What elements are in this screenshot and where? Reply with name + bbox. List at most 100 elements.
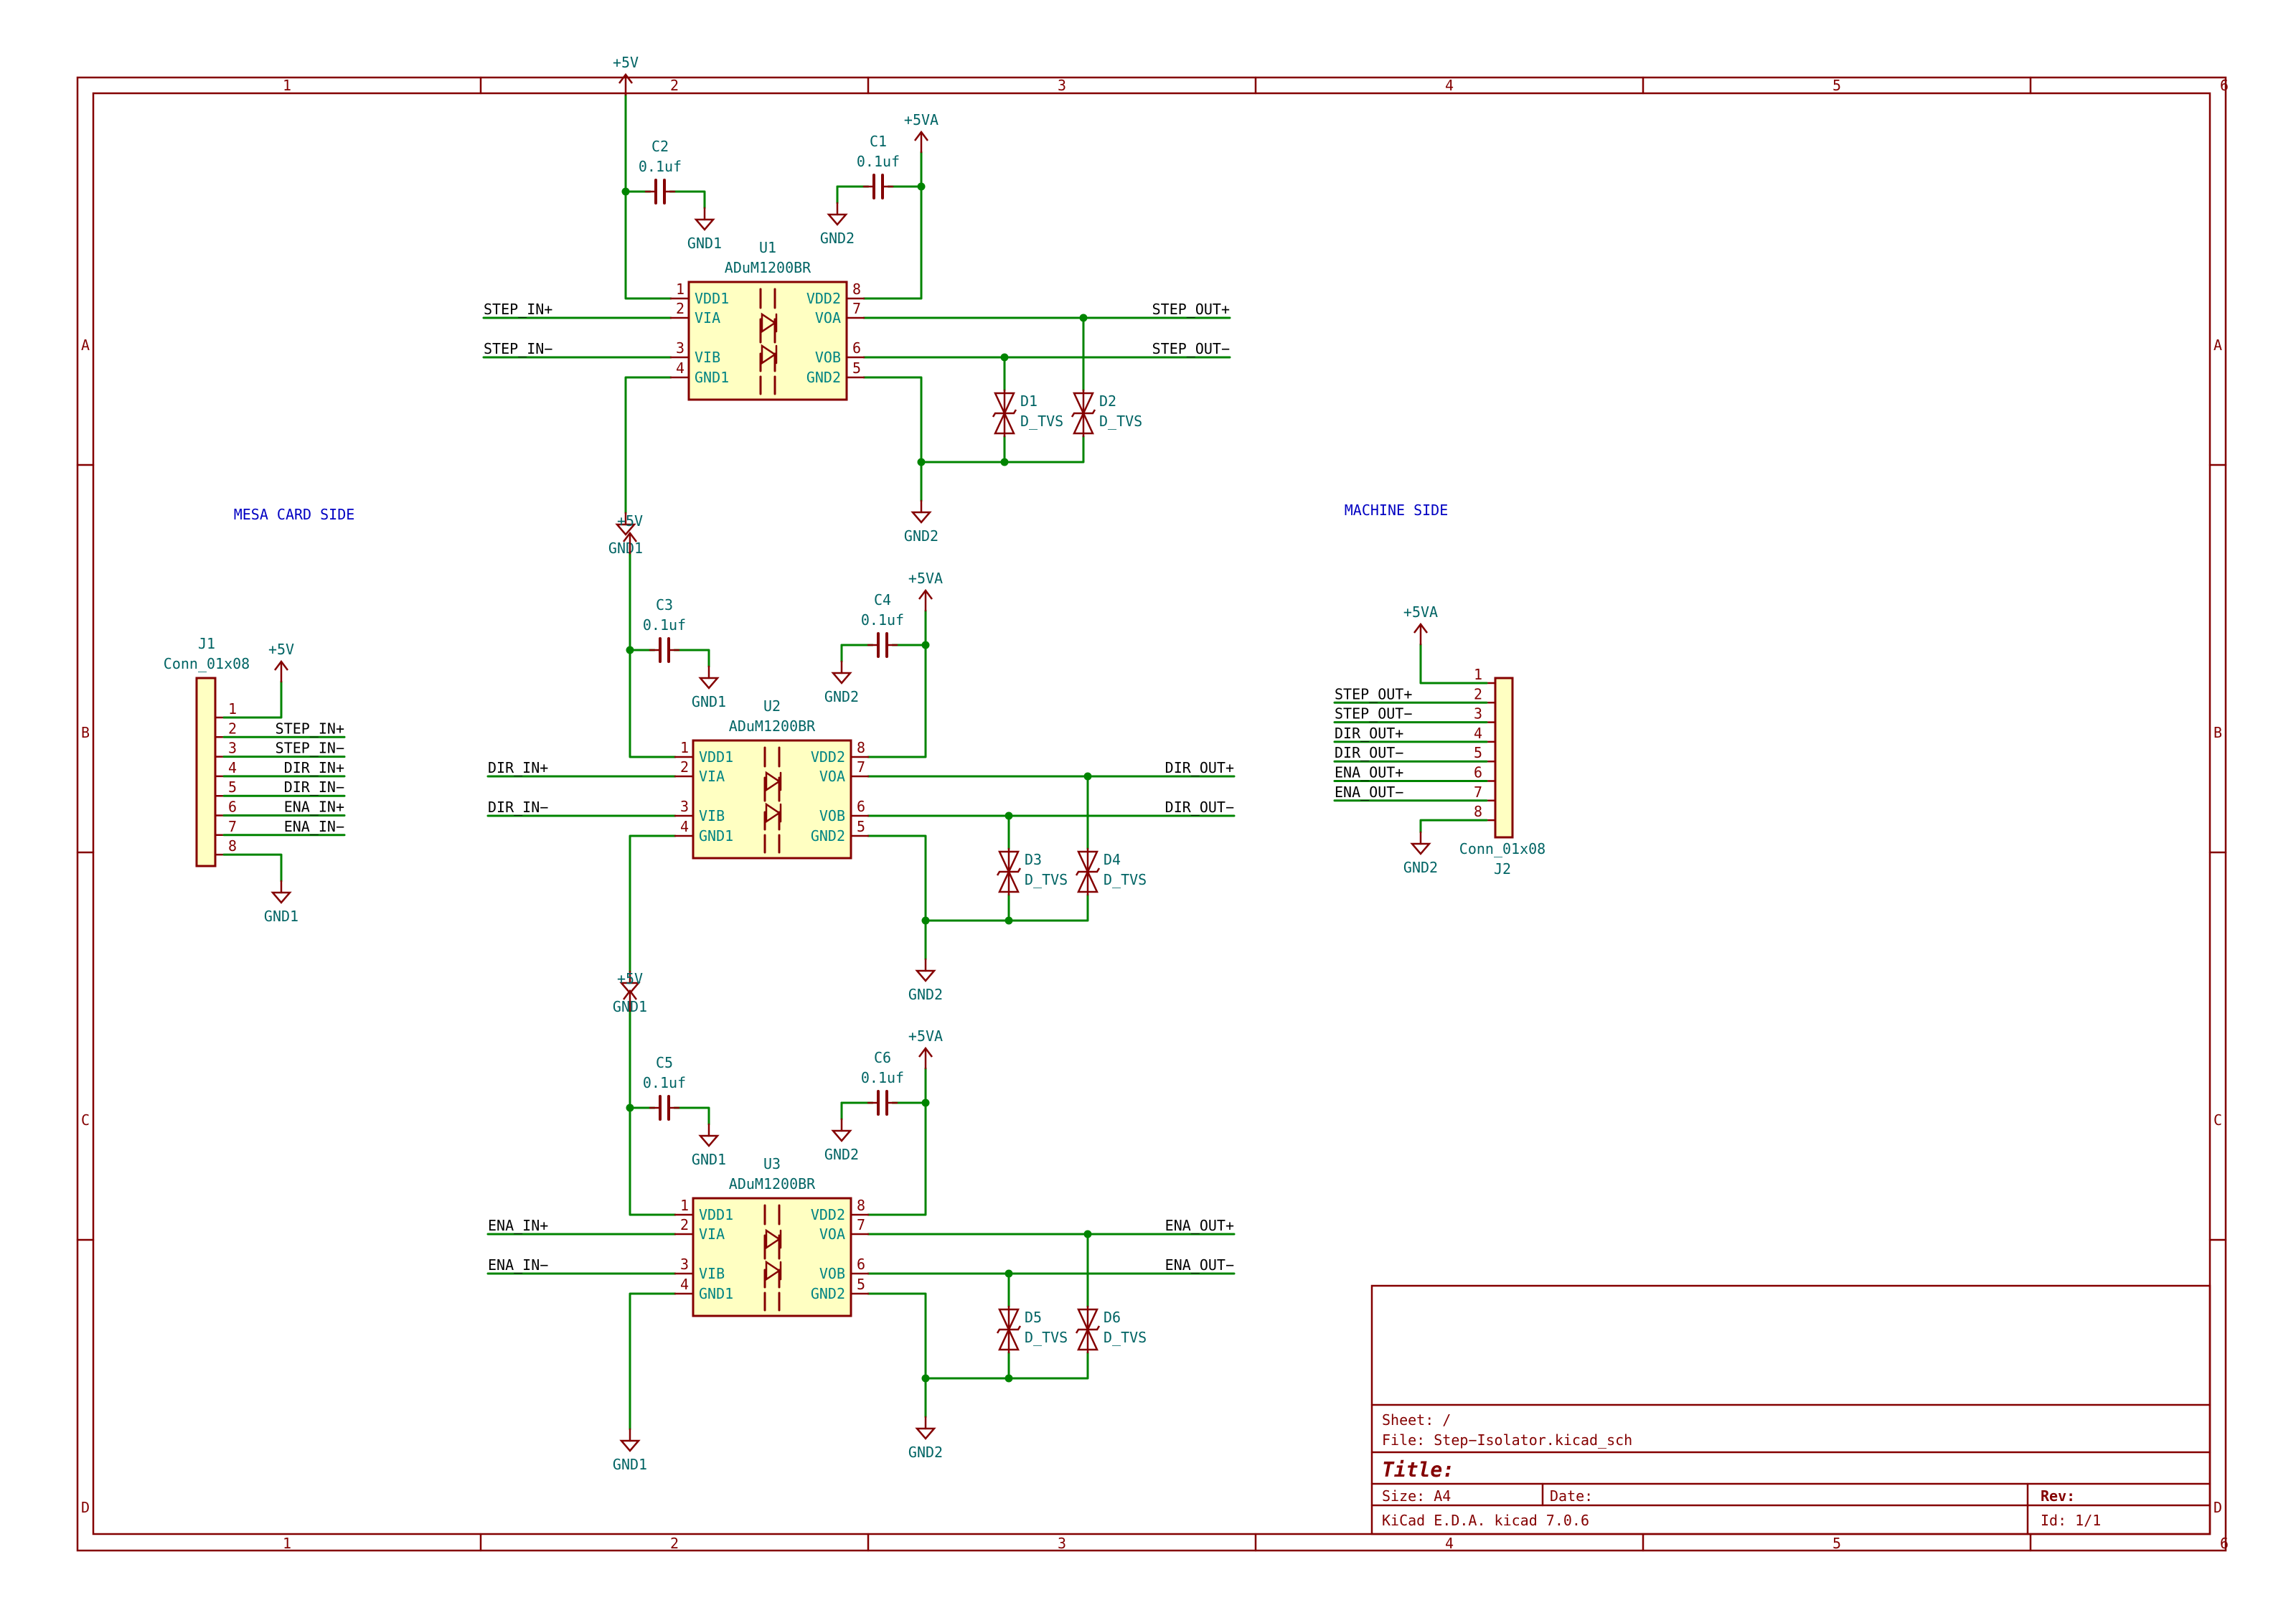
pin-number: 1 bbox=[680, 1197, 689, 1214]
tvs-value: D_TVS bbox=[1104, 871, 1147, 888]
channel-arrow-icon bbox=[761, 312, 777, 334]
power-symbol: +5VA bbox=[908, 570, 943, 612]
pin-name: GND1 bbox=[699, 1285, 733, 1302]
column-marker-top: 3 bbox=[1058, 77, 1066, 94]
gnd2-wire bbox=[867, 834, 927, 961]
tvs-diode: D4D_TVS bbox=[1075, 847, 1147, 896]
power-label: +5V bbox=[617, 512, 643, 530]
connector-net-label: ENA_OUT+ bbox=[1335, 764, 1403, 781]
connector-pin-number: 3 bbox=[1474, 705, 1482, 723]
cap-ref: C2 bbox=[651, 138, 669, 155]
note-mesa-card-side: MESA CARD SIDE bbox=[234, 506, 355, 523]
title-block-title: Title: bbox=[1382, 1458, 1454, 1482]
power-arrow-icon bbox=[618, 72, 633, 84]
connector-pin-number: 3 bbox=[228, 740, 237, 757]
power-symbol: +5V bbox=[268, 641, 294, 683]
pin-name: VIA bbox=[699, 768, 725, 785]
power-arrow-icon bbox=[918, 1046, 933, 1058]
tvs-triangle-icon bbox=[1077, 1327, 1098, 1351]
column-marker-bottom: 5 bbox=[1832, 1535, 1841, 1552]
capacitor: C10.1uf bbox=[857, 133, 900, 199]
cap-left-gnd-wire bbox=[673, 649, 710, 668]
tvs-value: D_TVS bbox=[1020, 413, 1063, 430]
gnd1-wire bbox=[624, 376, 672, 514]
pin-name: VOB bbox=[819, 807, 845, 824]
power-arrow-icon bbox=[1413, 622, 1428, 634]
ground-label: GND2 bbox=[820, 230, 855, 247]
capacitor: C6 0.1uf bbox=[861, 1049, 904, 1116]
junction-dot bbox=[626, 1104, 634, 1112]
pin-number: 7 bbox=[852, 300, 861, 317]
tvs-ref: D6 bbox=[1104, 1309, 1121, 1326]
pin-name: GND1 bbox=[699, 827, 733, 845]
tvs-diode: D3D_TVS bbox=[996, 847, 1068, 896]
ground-symbol: GND1 bbox=[264, 880, 298, 925]
pin-number: 4 bbox=[680, 818, 689, 835]
connector-pin-number: 4 bbox=[228, 759, 237, 776]
title-block-tool: KiCad E.D.A. kicad 7.0.6 bbox=[1382, 1512, 1589, 1529]
vdd2-wire bbox=[862, 151, 923, 300]
pin-number: 4 bbox=[676, 359, 684, 377]
connector-gnd-wire bbox=[1419, 819, 1488, 834]
power-arrow-icon bbox=[914, 130, 928, 141]
tvs-value: D_TVS bbox=[1025, 871, 1068, 888]
pin-name: VDD2 bbox=[806, 290, 841, 307]
tvs-ref: D5 bbox=[1025, 1309, 1042, 1326]
ground-label: GND1 bbox=[692, 1151, 726, 1168]
isolator-body bbox=[687, 281, 848, 401]
column-marker-bottom: 2 bbox=[670, 1535, 679, 1552]
tvs-diode: D6D_TVS bbox=[1075, 1305, 1147, 1354]
pin-name: VOA bbox=[819, 768, 845, 785]
cap-value: 0.1uf bbox=[857, 153, 900, 170]
junction-dot bbox=[917, 182, 926, 191]
connector-net-label: DIR_OUT+ bbox=[1335, 725, 1403, 742]
tvs-value: D_TVS bbox=[1104, 1329, 1147, 1346]
ground-symbol: GND2 bbox=[824, 1118, 859, 1163]
ground-icon bbox=[915, 969, 936, 982]
power-label: +5VA bbox=[908, 1027, 943, 1045]
power-label: +5V bbox=[617, 970, 643, 987]
net-label: ENA_OUT+ bbox=[1165, 1217, 1234, 1234]
ground-icon bbox=[831, 1129, 852, 1142]
row-marker-right: B bbox=[2213, 724, 2222, 741]
junction-dot bbox=[1000, 353, 1009, 362]
power-arrow-icon bbox=[274, 659, 288, 671]
connector-net-label: STEP_IN− bbox=[276, 740, 344, 757]
cap-ref: C6 bbox=[874, 1049, 891, 1066]
cap-value: 0.1uf bbox=[861, 1069, 904, 1086]
isolator-ref: U3 bbox=[763, 1155, 781, 1172]
connector-net-label: STEP_IN+ bbox=[276, 720, 344, 737]
cap-value: 0.1uf bbox=[639, 158, 682, 175]
ground-icon bbox=[827, 213, 848, 226]
ground-label: GND2 bbox=[824, 1146, 859, 1163]
vdd1-wire bbox=[624, 93, 672, 300]
cap-value: 0.1uf bbox=[643, 1074, 686, 1091]
connector-pin-number: 7 bbox=[228, 818, 237, 835]
junction-dot bbox=[621, 187, 630, 196]
ground-symbol: GND2 bbox=[1403, 831, 1438, 876]
isolator-body bbox=[692, 739, 852, 860]
row-marker-left: D bbox=[81, 1499, 90, 1516]
ground-icon bbox=[694, 218, 715, 231]
pin-number: 2 bbox=[680, 758, 689, 776]
ground-symbol: GND2 bbox=[908, 1416, 943, 1461]
channel-arrow-icon bbox=[761, 344, 777, 365]
gnd2-wire bbox=[867, 1292, 927, 1419]
junction-dot bbox=[921, 1099, 930, 1107]
column-marker-top: 6 bbox=[2220, 77, 2229, 94]
ground-label: GND1 bbox=[687, 235, 722, 252]
ground-icon bbox=[270, 891, 292, 904]
column-marker-bottom: 4 bbox=[1445, 1535, 1454, 1552]
tvs-triangle-icon bbox=[998, 1327, 1020, 1351]
connector-net-label: ENA_IN− bbox=[284, 818, 344, 835]
junction-dot bbox=[626, 646, 634, 654]
power-symbol: +5VA bbox=[908, 1027, 943, 1070]
ground-symbol: GND2 bbox=[824, 660, 859, 705]
tvs-ref: D3 bbox=[1025, 851, 1042, 868]
connector-pin-number: 1 bbox=[228, 700, 237, 718]
capacitor: C30.1uf bbox=[643, 596, 686, 663]
column-marker-top: 5 bbox=[1832, 77, 1841, 94]
